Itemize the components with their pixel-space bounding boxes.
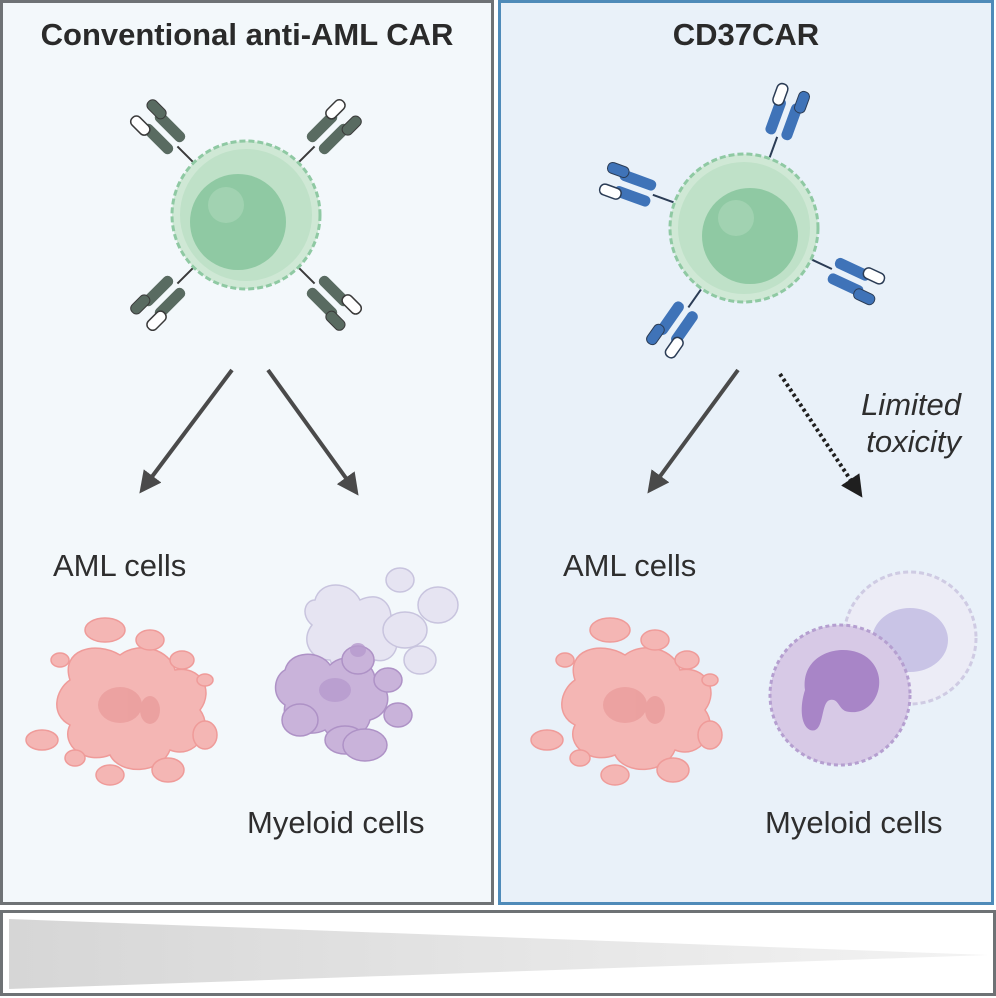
gradient-wedge-icon (9, 919, 988, 989)
label-aml-cells-right: AML cells (563, 548, 697, 583)
t-cell-icon (127, 96, 365, 334)
arrow-to-myeloid-left (266, 368, 359, 496)
myeloid-cell-cluster-icon (768, 570, 978, 767)
arrow-dotted-to-myeloid-right (778, 372, 863, 498)
label-aml-cells-left: AML cells (53, 548, 187, 583)
panel-title-cd37car: CD37CAR (672, 17, 820, 52)
arrow-to-aml-right (647, 368, 740, 494)
label-myeloid-cells-left: Myeloid cells (247, 805, 425, 840)
myeloid-cell-cluster-icon (274, 567, 459, 762)
t-cell-icon (597, 81, 888, 361)
gradient-wedge-bar (0, 910, 996, 996)
panel-title-conventional: Conventional anti-AML CAR (40, 17, 454, 52)
annotation-limited-toxicity: Limited toxicity (861, 386, 961, 460)
annotation-line-toxicity: toxicity (866, 424, 961, 459)
diagram-artwork (25, 81, 978, 786)
annotation-line-limited: Limited (861, 387, 961, 422)
label-myeloid-cells-right: Myeloid cells (765, 805, 943, 840)
arrow-to-aml-left (139, 368, 234, 494)
panel-cd37car: CD37CAR AML cells Myeloid cells Limited … (498, 0, 994, 905)
